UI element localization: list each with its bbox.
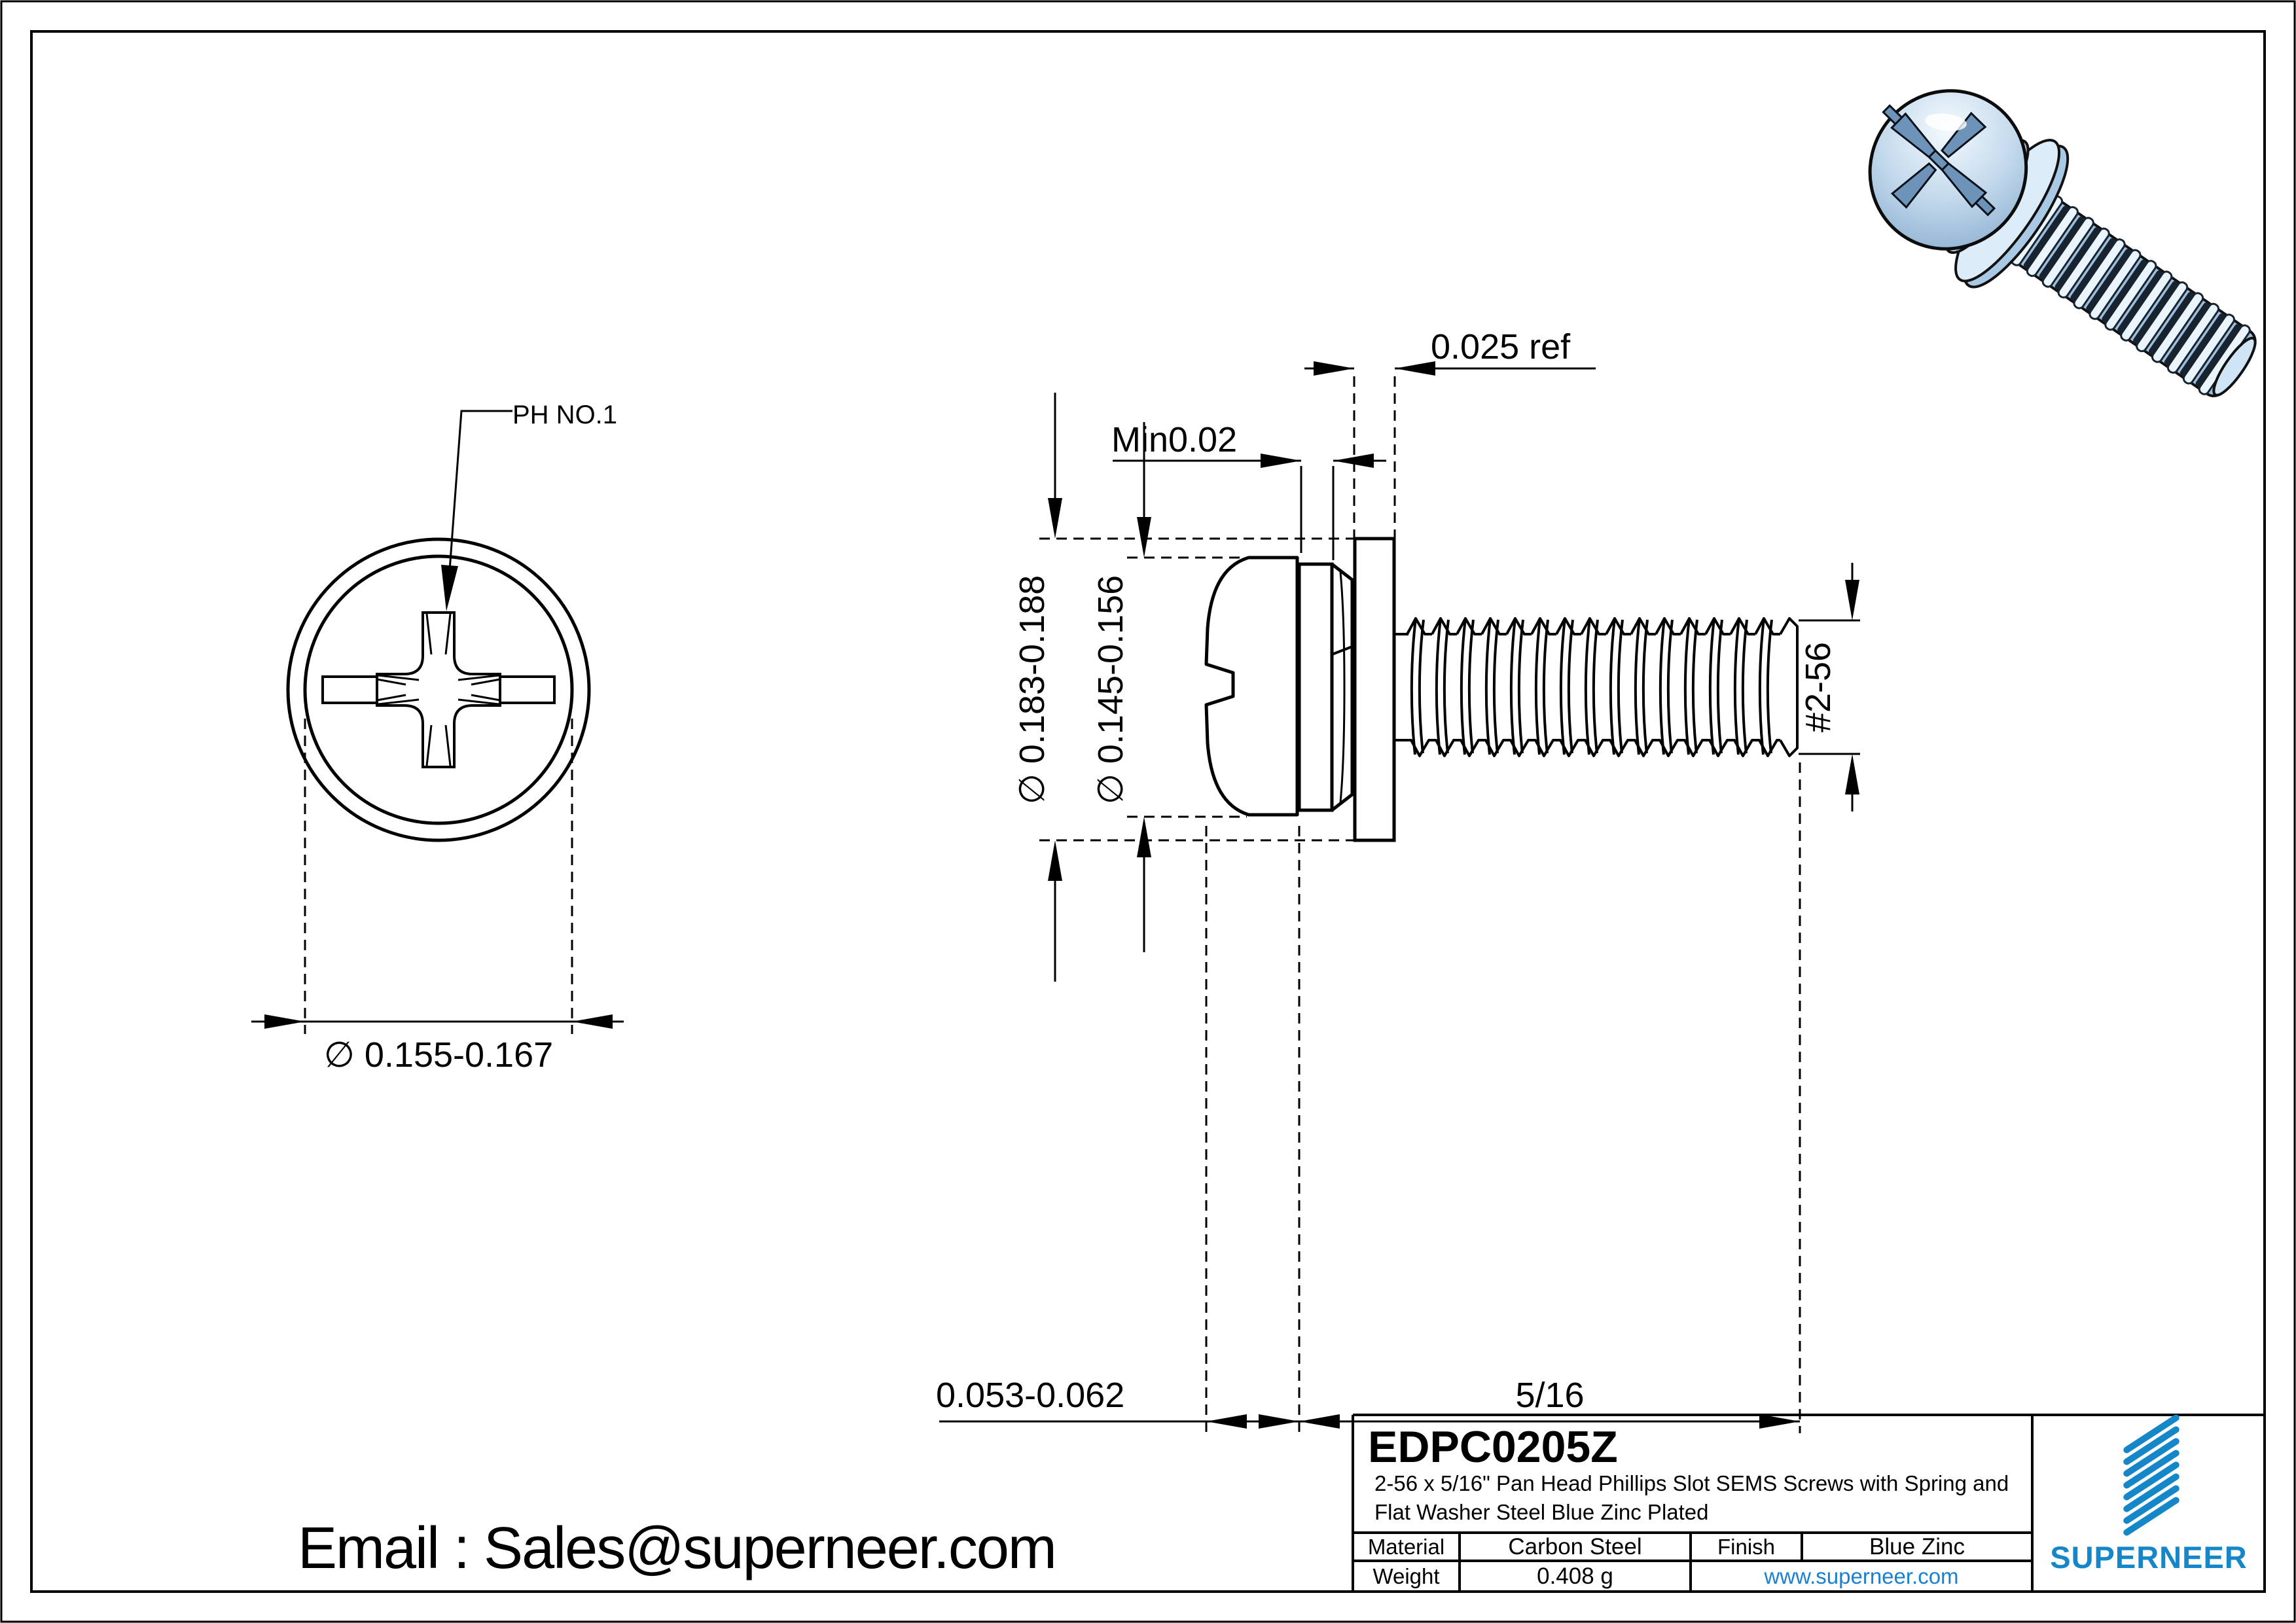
spring-washer [1297,562,1354,812]
pan-head-profile [1204,556,1299,817]
diameter-dims-group: ∅ 0.183-0.188 ∅ 0.145-0.156 [1013,393,1355,982]
title-block-lines [1352,1414,2265,1592]
spring-clearance-dim: Min0.02 [1111,420,1237,459]
washer-od-dim: ∅ 0.183-0.188 [1013,575,1052,804]
head-od-dim: ∅ 0.145-0.156 [1091,575,1130,804]
head-height-dim: 0.053-0.062 [936,1376,1124,1415]
screw-3d-render [1868,89,2257,397]
phillips-cross [376,611,501,768]
weight-value-cell: 0.408 g [1537,1563,1613,1589]
washer-outline-circle [286,537,591,842]
thread [1394,617,1799,757]
head-diameter-dim: ∅ 0.155-0.167 [324,1035,553,1075]
bottom-dims-group: 0.053-0.062 5/16 [936,762,1801,1433]
finish-label-cell: Finish [1717,1534,1776,1559]
weight-label-cell: Weight [1372,1563,1440,1588]
spring-clearance-dim-group: Min0.02 [1111,420,1386,560]
front-view-dimension: ∅ 0.155-0.167 [251,719,624,1075]
part-number: EDPC0205Z [1368,1422,1618,1472]
material-label-cell: Material [1367,1534,1445,1559]
ph-callout: PH NO.1 [441,401,617,611]
description-line-1: 2-56 x 5/16" Pan Head Phillips Slot SEMS… [1374,1471,2009,1495]
inner-border [30,30,2266,1593]
thread-length-dim: 5/16 [1515,1376,1584,1415]
superneer-logo-icon [2119,1413,2184,1537]
washer-thickness-dim: 0.025 ref [1431,327,1571,366]
head-outline-circle [303,554,574,825]
website-link[interactable]: www.superneer.com [1764,1563,1959,1588]
washer-thickness-dim-group: 0.025 ref [1304,327,1596,539]
description-line-2: Flat Washer Steel Blue Zinc Plated [1374,1500,1709,1524]
leader-arrowhead [441,565,458,611]
side-view [1204,537,1799,842]
finish-value-cell: Blue Zinc [1869,1533,1965,1560]
slot-right [499,675,556,704]
superneer-brand-text: SUPERNEER [2050,1540,2248,1575]
contact-email: Email : Sales@superneer.com [298,1516,1057,1581]
flat-washer [1353,537,1396,842]
slot-left [321,675,378,704]
front-view [286,537,591,842]
thread-size-dim: #2-56 [1799,642,1838,732]
material-value-cell: Carbon Steel [1508,1533,1642,1560]
ph-callout-label: PH NO.1 [512,401,617,429]
thread-size-dim-group: #2-56 [1799,563,1860,812]
render-phillips-recess [1882,104,1996,217]
